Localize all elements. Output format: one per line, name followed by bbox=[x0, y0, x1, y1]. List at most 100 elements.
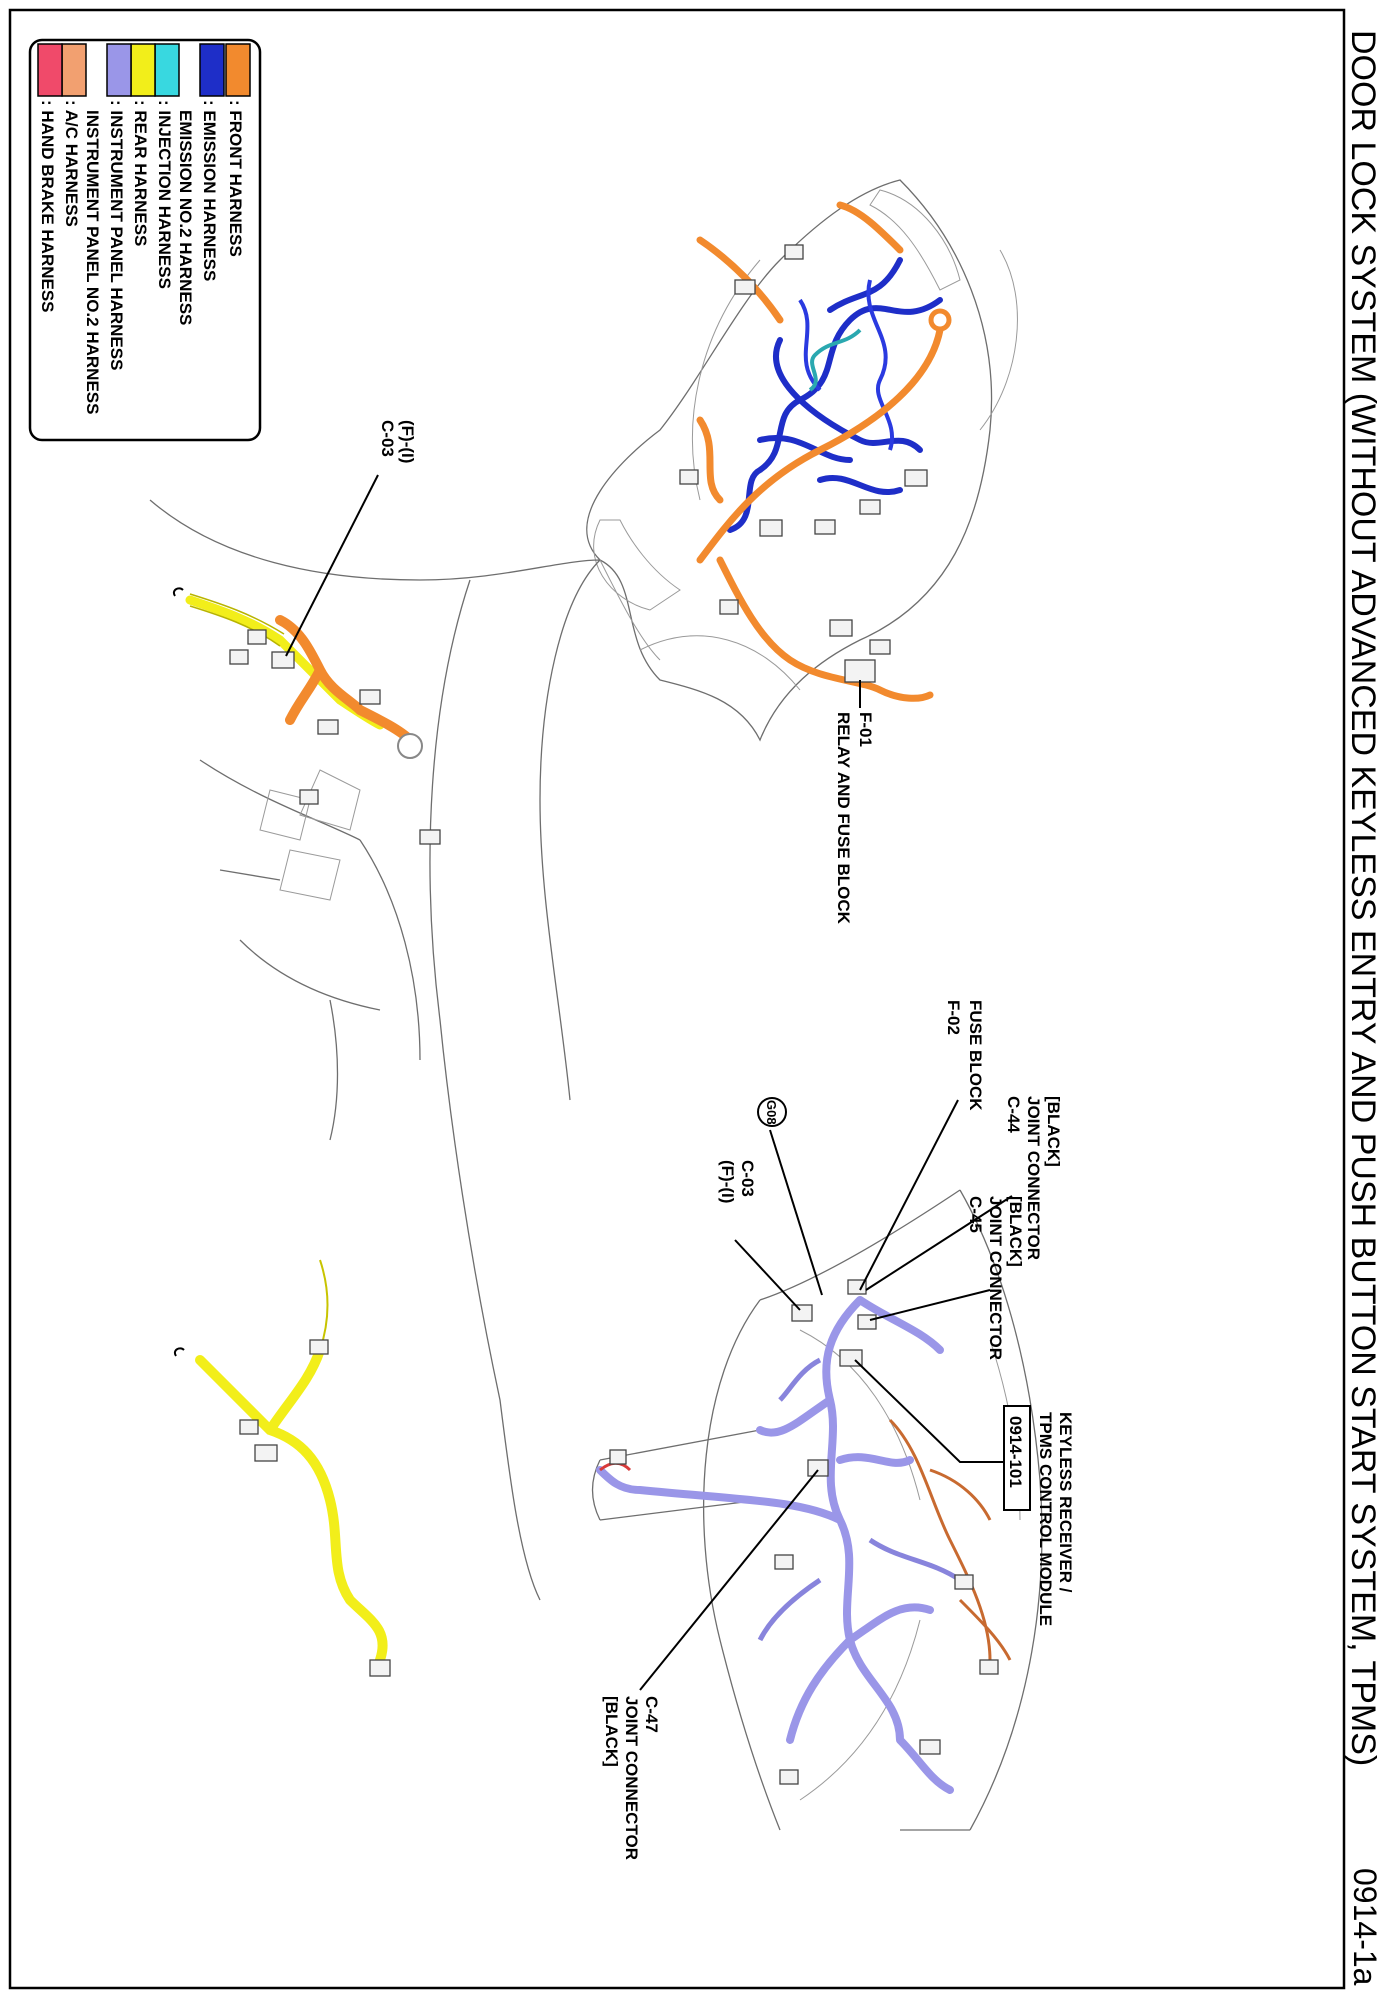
legend-swatch-injection bbox=[154, 43, 180, 97]
legend-label-instrument-panel: : INSTRUMENT PANEL HARNESS bbox=[107, 100, 126, 370]
c44-name: JOINT CONNECTOR bbox=[1024, 1096, 1043, 1260]
c47-leader-line bbox=[639, 1469, 819, 1691]
engine-connector bbox=[679, 469, 699, 485]
ground-g08-label: G08 bbox=[764, 1100, 779, 1125]
c45-name: JOINT CONNECTOR bbox=[986, 1196, 1005, 1360]
legend-swatch-instrument-panel bbox=[106, 43, 132, 97]
engine-bay-hood-line bbox=[599, 249, 1018, 691]
joint-connector-c03 bbox=[791, 1304, 813, 1322]
rear-connector bbox=[369, 1659, 391, 1677]
c03-floor-id: C-03 bbox=[378, 420, 397, 457]
legend-label-front: : FRONT HARNESS bbox=[226, 100, 245, 257]
c44-color: [BLACK] bbox=[1044, 1096, 1063, 1167]
engine-connector bbox=[734, 279, 756, 295]
f02-leader-line bbox=[859, 1099, 959, 1291]
keyless-leader-line bbox=[854, 1359, 1010, 1463]
ip-connector bbox=[919, 1739, 941, 1755]
front-harness-route bbox=[696, 201, 944, 702]
c03-floor-code: (F)-(I) bbox=[398, 420, 417, 463]
c03-ip-code: (F)-(I) bbox=[718, 1160, 737, 1203]
c47-id: C-47 bbox=[642, 1696, 661, 1733]
instrument-panel-harness-route bbox=[596, 1296, 954, 1794]
legend-label-ac: : A/C HARNESS bbox=[62, 100, 81, 227]
keyless-receiver-label-2: TPMS CONTROL MODULE bbox=[1036, 1412, 1055, 1626]
page-number: 0914-1a bbox=[1347, 1868, 1383, 1986]
ac-harness-route bbox=[888, 1418, 1012, 1661]
floor-connector bbox=[247, 629, 267, 645]
joint-connector-c47 bbox=[807, 1459, 829, 1477]
c45-color: [BLACK] bbox=[1006, 1196, 1025, 1267]
engine-bay-headlamp-left bbox=[593, 519, 681, 611]
engine-connector bbox=[759, 519, 783, 537]
page-title: DOOR LOCK SYSTEM (WITHOUT ADVANCED KEYLE… bbox=[1344, 30, 1382, 1766]
rear-connector bbox=[239, 1419, 259, 1435]
c47-name: JOINT CONNECTOR bbox=[622, 1696, 641, 1860]
legend-label-hand-brake: : HAND BRAKE HARNESS bbox=[38, 100, 57, 313]
engine-bay-view bbox=[586, 179, 1018, 742]
ip-connector bbox=[774, 1554, 794, 1570]
engine-connector bbox=[869, 639, 891, 655]
instrument-panel-harness-branch bbox=[757, 1357, 962, 1642]
legend-swatch-emission bbox=[199, 43, 225, 97]
harness-color-legend: : FRONT HARNESS : EMISSION HARNESS EMISS… bbox=[28, 38, 262, 442]
injection-harness-route bbox=[808, 328, 862, 392]
front-harness-route-floor bbox=[275, 615, 415, 745]
floor-connector bbox=[317, 719, 339, 735]
instrument-panel-view bbox=[591, 1189, 1043, 1831]
legend-label-injection: : INJECTION HARNESS bbox=[155, 100, 174, 289]
engine-connector bbox=[904, 469, 928, 487]
floor-body-outline bbox=[149, 499, 601, 1601]
f01-name: RELAY AND FUSE BLOCK bbox=[834, 712, 853, 925]
joint-connector-c44 bbox=[847, 1279, 867, 1295]
engine-connector bbox=[719, 599, 739, 615]
c44-leader-line bbox=[865, 1195, 1013, 1291]
floor-connector bbox=[419, 829, 441, 845]
c03-ip-id: C-03 bbox=[738, 1160, 757, 1197]
c45-leader-line bbox=[869, 1289, 991, 1321]
ip-connector bbox=[954, 1574, 974, 1590]
c47-color: [BLACK] bbox=[602, 1696, 621, 1767]
floor-connector bbox=[229, 649, 249, 665]
c03-ip-leader-line bbox=[734, 1239, 801, 1311]
legend-swatch-front bbox=[225, 43, 251, 97]
engine-connector bbox=[859, 499, 881, 515]
floor-ground-terminal bbox=[397, 733, 423, 759]
ip-connector bbox=[979, 1659, 999, 1675]
floor-ground-symbol bbox=[173, 587, 185, 1357]
legend-label-emission-no2: EMISSION NO.2 HARNESS bbox=[176, 110, 195, 325]
floor-rear-view bbox=[149, 499, 601, 1677]
keyless-receiver-label-1: KEYLESS RECEIVER / bbox=[1056, 1412, 1075, 1593]
engine-bay-headlamp-right bbox=[869, 189, 961, 291]
keyless-ref-code: 0914-101 bbox=[1006, 1416, 1025, 1488]
ip-connector bbox=[609, 1449, 627, 1465]
legend-box bbox=[28, 38, 262, 442]
rear-harness-branch-rear bbox=[319, 1259, 329, 1351]
ip-connector bbox=[779, 1769, 799, 1785]
page-border bbox=[8, 8, 1346, 1990]
c45-id: C-45 bbox=[966, 1196, 985, 1233]
c03-floor-leader-line bbox=[285, 474, 379, 657]
emission-harness-route-2 bbox=[798, 279, 894, 451]
engine-connector bbox=[829, 619, 853, 637]
steering-column-outline bbox=[591, 1429, 761, 1521]
legend-swatch-ac bbox=[61, 43, 87, 97]
engine-connector bbox=[814, 519, 836, 535]
engine-connector bbox=[784, 244, 804, 260]
engine-bay-outline bbox=[586, 179, 993, 742]
rear-harness-outline-floor bbox=[189, 593, 285, 647]
rear-connector bbox=[254, 1444, 278, 1462]
legend-swatch-rear bbox=[130, 43, 156, 97]
f01-id: F-01 bbox=[856, 712, 875, 747]
floor-connector bbox=[299, 789, 319, 805]
legend-label-emission: : EMISSION HARNESS bbox=[200, 100, 219, 281]
floor-connector bbox=[359, 689, 381, 705]
legend-label-instrument-panel-no2: INSTRUMENT PANEL NO.2 HARNESS bbox=[83, 110, 102, 414]
relay-and-fuse-block bbox=[844, 659, 876, 683]
legend-swatch-hand-brake bbox=[37, 43, 63, 97]
c44-id: C-44 bbox=[1004, 1096, 1023, 1133]
rear-harness-route-rear bbox=[195, 1345, 388, 1665]
f02-name: FUSE BLOCK bbox=[966, 1000, 985, 1111]
legend-label-rear: : REAR HARNESS bbox=[131, 100, 150, 246]
joint-connector-c45 bbox=[857, 1314, 877, 1330]
dashboard-outline bbox=[702, 1189, 1043, 1831]
